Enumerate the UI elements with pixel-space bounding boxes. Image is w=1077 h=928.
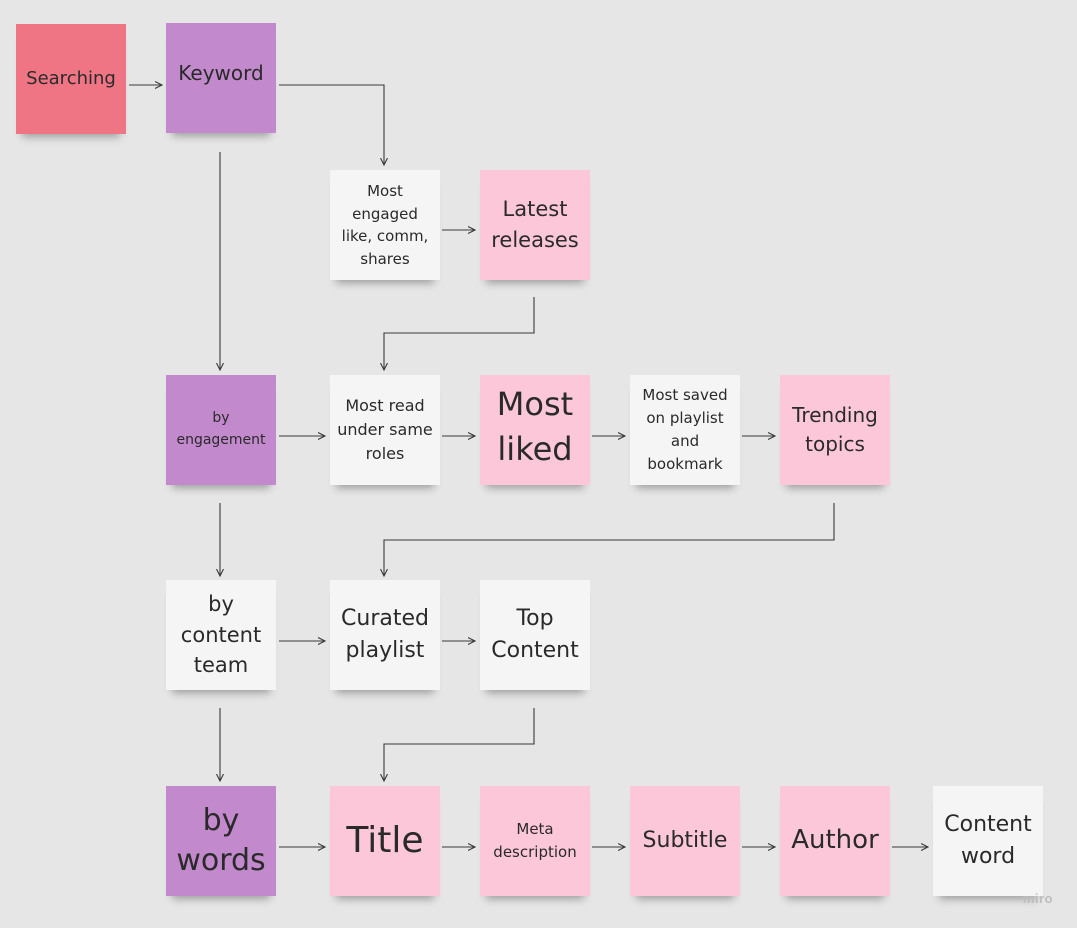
sticky-note-most-read[interactable]: Most read under same roles [330, 375, 440, 485]
sticky-note-top-content[interactable]: Top Content [480, 580, 590, 690]
connector-latest-most-read[interactable] [384, 297, 535, 370]
sticky-note-by-engagement[interactable]: by engagement [166, 375, 276, 485]
connector-top-content-title[interactable] [384, 708, 535, 781]
note-text: Content word [944, 812, 1032, 869]
sticky-note-title[interactable]: Title [330, 786, 440, 896]
note-text: Latest releases [491, 196, 579, 253]
note-text: Subtitle [642, 827, 728, 853]
sticky-note-most-engaged[interactable]: Most engaged like, comm, shares [330, 170, 440, 280]
sticky-note-author[interactable]: Author [780, 786, 890, 896]
sticky-note-by-content-team[interactable]: by content team [166, 580, 276, 690]
note-text: by engagement [176, 410, 266, 448]
sticky-note-latest-releases[interactable]: Latest releases [480, 170, 590, 280]
note-text: Keyword [178, 61, 264, 85]
note-text: Searching [26, 68, 116, 90]
sticky-note-subtitle[interactable]: Subtitle [630, 786, 740, 896]
sticky-note-keyword[interactable]: Keyword [166, 23, 276, 133]
sticky-note-most-liked[interactable]: Most liked [480, 375, 590, 485]
sticky-note-trending-topics[interactable]: Trending topics [780, 375, 890, 485]
note-text: Curated playlist [341, 606, 429, 663]
note-text: Meta description [493, 819, 577, 861]
note-text: Trending topics [792, 403, 878, 456]
sticky-note-content-word[interactable]: Content word [933, 786, 1043, 896]
note-text: Most read under same roles [337, 396, 433, 463]
sticky-note-meta-description[interactable]: Meta description [480, 786, 590, 896]
miro-watermark: miro [1022, 891, 1053, 906]
note-text: Title [346, 819, 424, 861]
note-text: by words [176, 802, 266, 879]
note-text: Author [791, 825, 879, 856]
note-text: Most engaged like, comm, shares [341, 182, 429, 268]
sticky-note-by-words[interactable]: by words [166, 786, 276, 896]
note-text: Top Content [491, 606, 579, 663]
note-text: Most saved on playlist and bookmark [642, 385, 728, 474]
note-text: by content team [180, 592, 262, 678]
sticky-note-curated-playlist[interactable]: Curated playlist [330, 580, 440, 690]
note-text: Most liked [496, 385, 574, 468]
sticky-note-most-saved[interactable]: Most saved on playlist and bookmark [630, 375, 740, 485]
sticky-note-searching[interactable]: Searching [16, 24, 126, 134]
connector-keyword-most-engaged[interactable] [279, 84, 384, 165]
connector-trending-curated[interactable] [384, 503, 835, 576]
